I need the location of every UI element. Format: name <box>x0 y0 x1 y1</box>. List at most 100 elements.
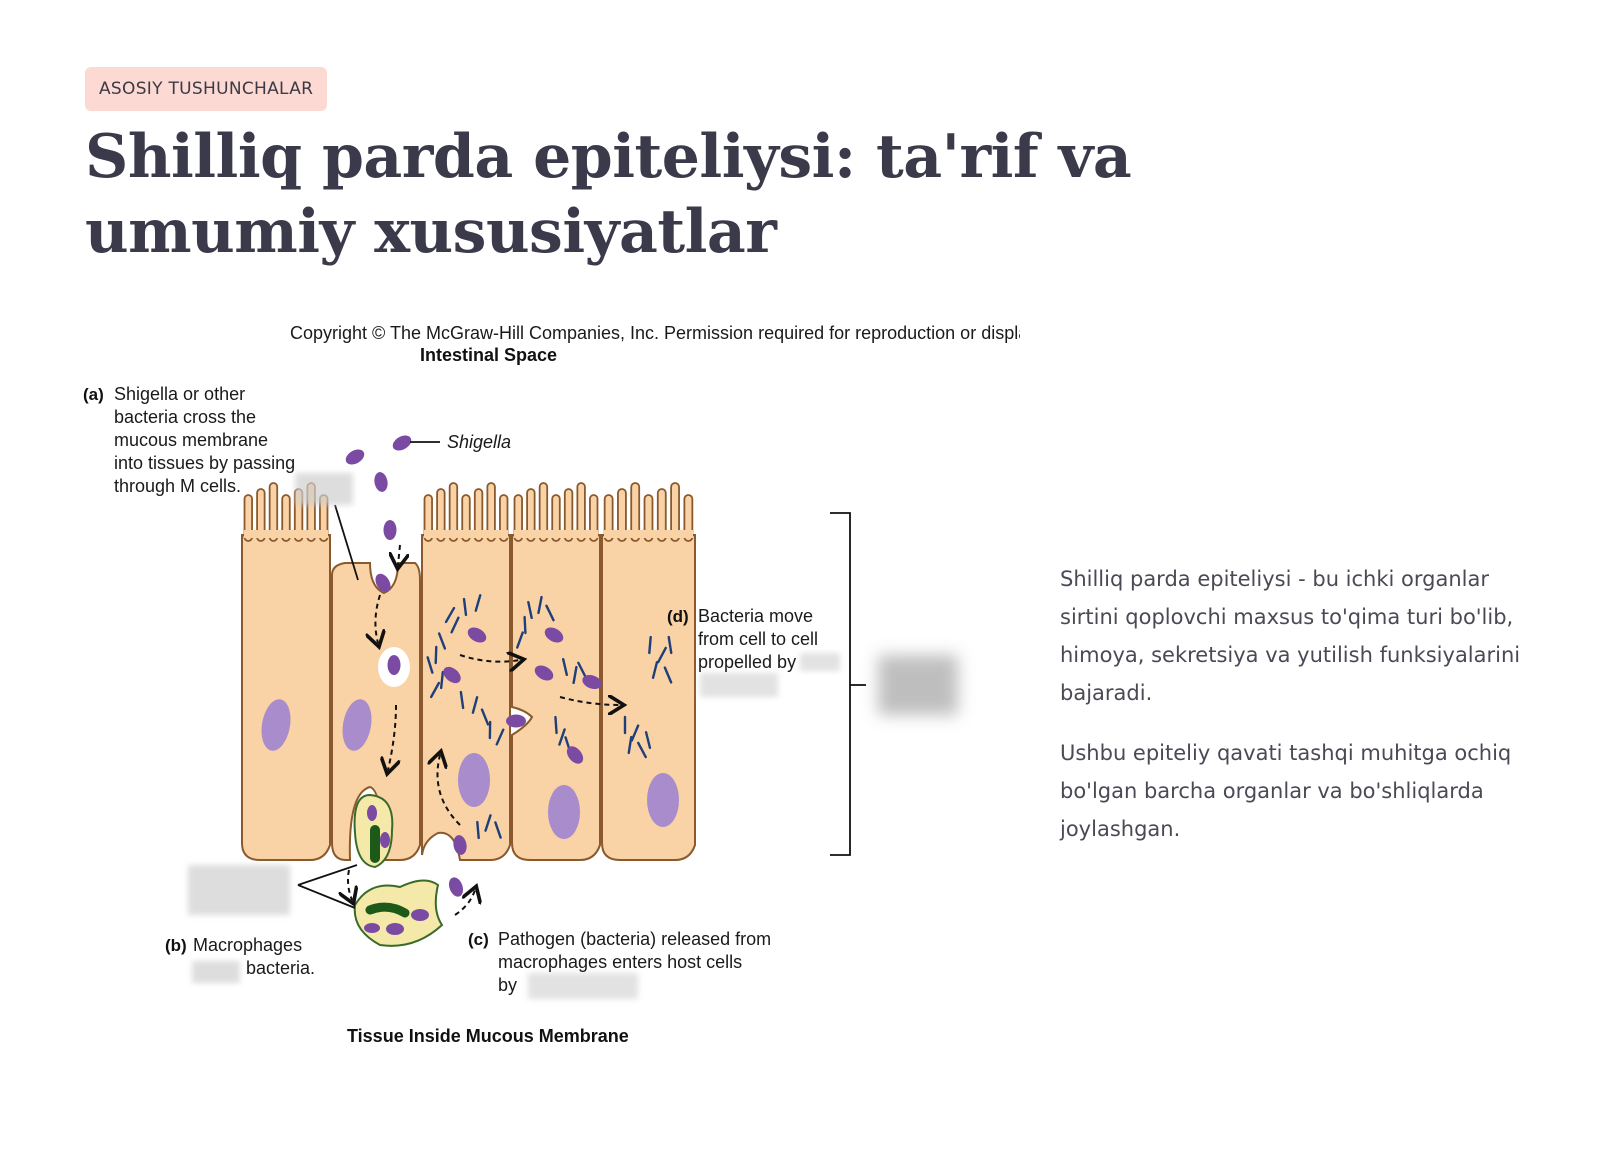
bacterium <box>534 665 554 681</box>
nuclei <box>261 699 679 839</box>
actin-filament <box>476 820 480 840</box>
microvillus <box>268 482 279 542</box>
microvillus <box>423 494 433 542</box>
pathway-arrows <box>348 544 620 916</box>
microvillus <box>473 488 484 542</box>
microvillus <box>589 494 599 542</box>
microvillus <box>461 494 471 542</box>
actin-filament <box>426 656 434 674</box>
actin-filament <box>562 658 568 676</box>
actin-filament <box>516 631 524 649</box>
bacterium <box>443 666 461 684</box>
bacterium <box>544 627 564 643</box>
microvillus <box>526 488 536 542</box>
label-a-marker: (a) <box>83 385 104 404</box>
nucleus <box>458 753 490 807</box>
epithelial-cell <box>421 534 511 861</box>
actin-filament <box>554 715 558 735</box>
actin-filament <box>572 665 578 685</box>
description: Shilliq parda epiteliysi - bu ichki orga… <box>1060 560 1540 870</box>
label-c-text: Pathogen (bacteria) released from macrop… <box>498 929 771 995</box>
label-c-line: macrophages enters host cells <box>498 952 742 972</box>
label-b-line: Macrophages <box>193 935 302 955</box>
label-b-line: bacteria. <box>246 958 315 978</box>
actin-filament <box>627 735 633 755</box>
label-c-line: by <box>498 975 517 995</box>
bacterium <box>506 714 526 728</box>
microvillus <box>448 482 459 542</box>
label-b-text: Macrophages bacteria. <box>193 935 315 978</box>
actin-filament <box>444 606 456 624</box>
label-c-marker: (c) <box>468 930 489 949</box>
bacterium <box>387 655 401 675</box>
actin-filament <box>545 604 555 622</box>
bacterium <box>374 472 388 492</box>
bacterium <box>566 746 584 764</box>
actin-tails <box>426 594 673 840</box>
nucleus <box>548 785 580 839</box>
label-a-line: Shigella or other <box>114 384 245 404</box>
nucleus <box>261 699 291 751</box>
macrophage-in-pocket <box>353 793 394 869</box>
macrophage <box>353 879 444 947</box>
actin-filament <box>651 661 659 679</box>
actin-filament <box>474 594 482 612</box>
bacterium <box>582 674 602 690</box>
microvillus <box>603 494 614 542</box>
microvillus <box>281 494 291 542</box>
shigella-label: Shigella <box>447 432 511 452</box>
actin-filament <box>558 728 566 746</box>
copyright-note: Copyright © The McGraw-Hill Companies, I… <box>290 325 1020 343</box>
bacterium <box>383 520 397 540</box>
shigella-diagram: Copyright © The McGraw-Hill Companies, I… <box>70 325 1020 1085</box>
actin-filament <box>637 741 647 759</box>
actin-filament <box>657 646 667 664</box>
label-a-line: mucous membrane <box>114 430 268 450</box>
microvillus <box>436 488 446 542</box>
nucleus <box>647 773 679 827</box>
actin-filament <box>429 681 441 699</box>
microvillus <box>486 482 496 542</box>
m-cell <box>331 562 421 861</box>
actin-filament <box>450 616 460 634</box>
microvillus <box>576 482 586 542</box>
actin-filament <box>462 597 468 617</box>
microvillus <box>499 494 509 542</box>
bacterium <box>392 435 412 451</box>
label-a-line: into tissues by passing <box>114 453 295 473</box>
label-d-marker: (d) <box>667 607 689 626</box>
label-a-line: bacteria cross the <box>114 407 256 427</box>
label-d-text: Bacteria move from cell to cell propelle… <box>698 606 818 672</box>
page-title: Shilliq parda epiteliysi: ta'rif va umum… <box>85 122 1132 267</box>
microvillus <box>683 494 694 542</box>
actin-filament <box>494 821 502 839</box>
label-a-text: Shigella or other bacteria cross the muc… <box>114 384 295 496</box>
actin-filament <box>537 595 543 615</box>
label-d-line: propelled by <box>698 652 796 672</box>
actin-filament <box>663 666 673 684</box>
description-paragraph: Shilliq parda epiteliysi - bu ichki orga… <box>1060 567 1521 705</box>
epithelial-cells <box>241 534 696 861</box>
actin-filament <box>434 645 438 665</box>
microvillus <box>551 494 561 542</box>
microvillus <box>243 494 253 542</box>
microvillus <box>643 494 654 542</box>
bacterium <box>467 627 487 643</box>
bacterium <box>375 573 391 593</box>
actin-filament <box>484 814 492 832</box>
microvillus <box>670 482 680 542</box>
label-c-line: Pathogen (bacteria) released from <box>498 929 771 949</box>
microvillus <box>513 494 523 542</box>
actin-filament <box>480 708 490 726</box>
label-d-line: from cell to cell <box>698 629 818 649</box>
actin-filament <box>648 635 652 655</box>
category-badge: ASOSIY TUSHUNCHALAR <box>85 67 328 111</box>
actin-filament <box>527 600 533 620</box>
epithelial-cell <box>511 534 601 861</box>
tissue-label: Tissue Inside Mucous Membrane <box>347 1026 629 1046</box>
actin-filament <box>667 635 673 655</box>
bacterium <box>345 449 365 465</box>
actin-filament <box>644 731 652 749</box>
microvillus <box>656 488 667 542</box>
actin-filament <box>437 632 447 650</box>
